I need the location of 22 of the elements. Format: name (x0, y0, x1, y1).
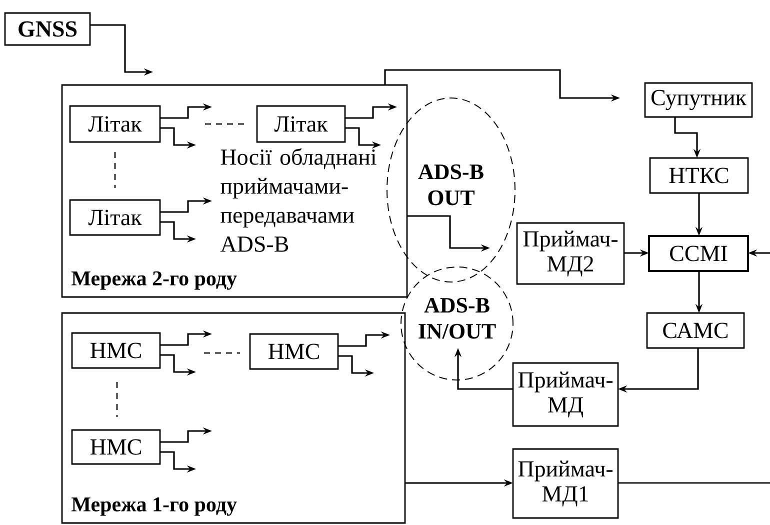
dashed-line (116, 382, 118, 417)
network-label: Мережа 2-го роду (72, 271, 237, 290)
network-label: Мережа 1-го роду (72, 497, 237, 516)
system-box: НТКС (649, 157, 749, 194)
connector-line (618, 482, 770, 484)
system-box: НМС (71, 332, 161, 369)
system-box: Літак (69, 105, 161, 143)
system-box: Приймач-МД (512, 362, 619, 427)
system-box: Супутник (644, 82, 753, 118)
system-box: Приймач-МД2 (516, 222, 625, 285)
dashed-line (114, 152, 116, 188)
description-text: Носії обладнані приймачами-передавачами ADS-B (220, 148, 376, 252)
source-box: GNSS (4, 12, 91, 46)
system-box: Літак (256, 105, 346, 143)
dashed-line (204, 352, 240, 354)
system-box: НМС (249, 333, 339, 370)
system-box: НМС (71, 429, 161, 465)
system-box: ССМІ (648, 235, 749, 272)
system-box: Літак (69, 199, 161, 236)
system-box: Приймач-МД1 (512, 448, 619, 519)
system-box: САМС (646, 312, 745, 349)
dashed-line (205, 123, 245, 125)
